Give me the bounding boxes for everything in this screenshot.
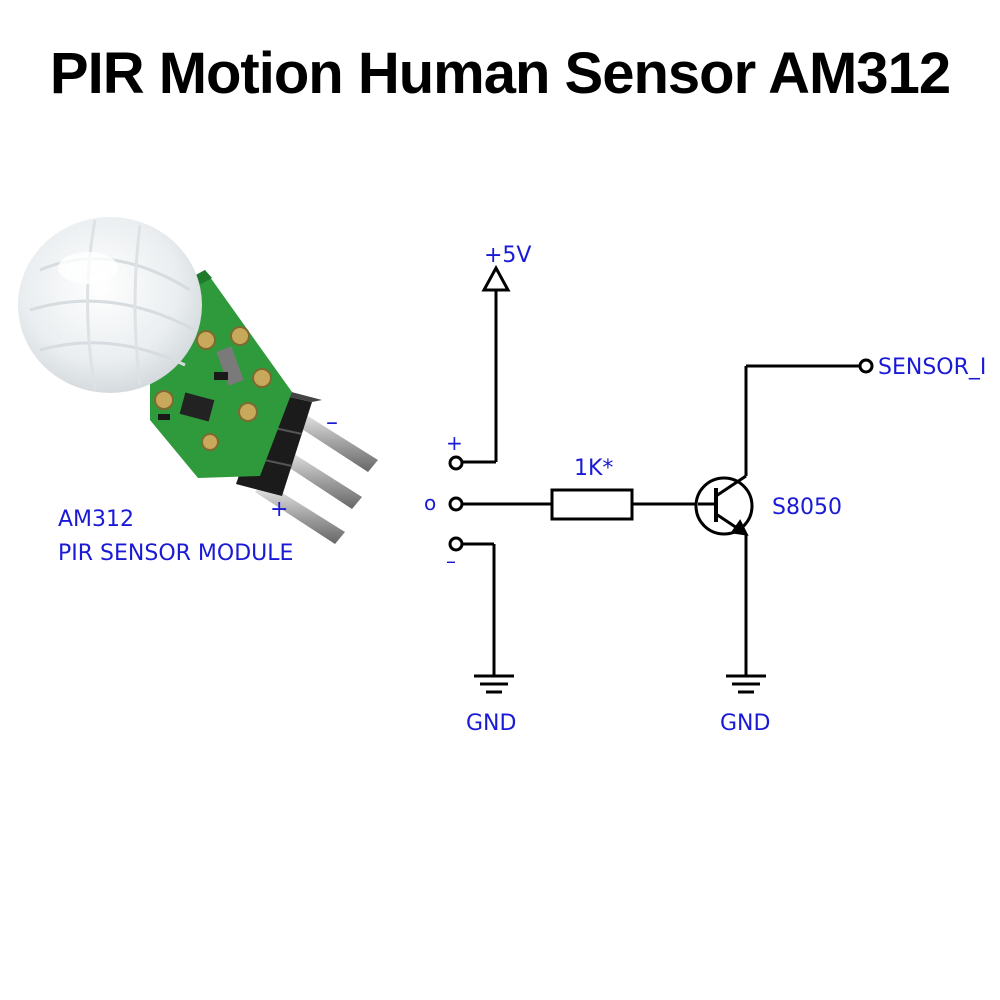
sensor-out-terminal: [858, 358, 874, 374]
page-title: PIR Motion Human Sensor AM312: [49, 41, 951, 106]
right-ground-label: GND: [720, 711, 770, 736]
pir-module-photo: – + AM312 PIR SENSOR MODULE: [18, 217, 378, 566]
terminal-out-label: o: [424, 491, 436, 515]
supply-label: +5V: [484, 243, 531, 268]
terminal-minus-label: –: [446, 549, 456, 573]
supply-arrow-icon: [481, 264, 511, 292]
schematic-labels: +5V + o – 1K* S8050 SENSOR_I GND GND: [424, 243, 986, 736]
fresnel-dome: [18, 217, 202, 393]
module-name-label: AM312: [58, 507, 134, 532]
resistor-label: 1K*: [574, 456, 613, 481]
transistor-s8050: [694, 476, 754, 536]
photo-pin-plus: +: [270, 497, 288, 522]
module-description-label: PIR SENSOR MODULE: [58, 541, 293, 566]
out-terminal: [448, 496, 464, 512]
resistor: [550, 488, 634, 521]
photo-pin-minus: –: [326, 408, 338, 436]
plus-terminal: [448, 455, 464, 471]
left-ground-icon: [474, 674, 514, 694]
terminal-plus-label: +: [446, 431, 463, 455]
left-ground-label: GND: [466, 711, 516, 736]
right-ground-icon: [726, 674, 766, 694]
schematic: [448, 264, 874, 694]
emitter-arrow-icon: [730, 519, 749, 536]
sensor-output-label: SENSOR_I: [878, 355, 986, 380]
transistor-label: S8050: [772, 495, 842, 520]
